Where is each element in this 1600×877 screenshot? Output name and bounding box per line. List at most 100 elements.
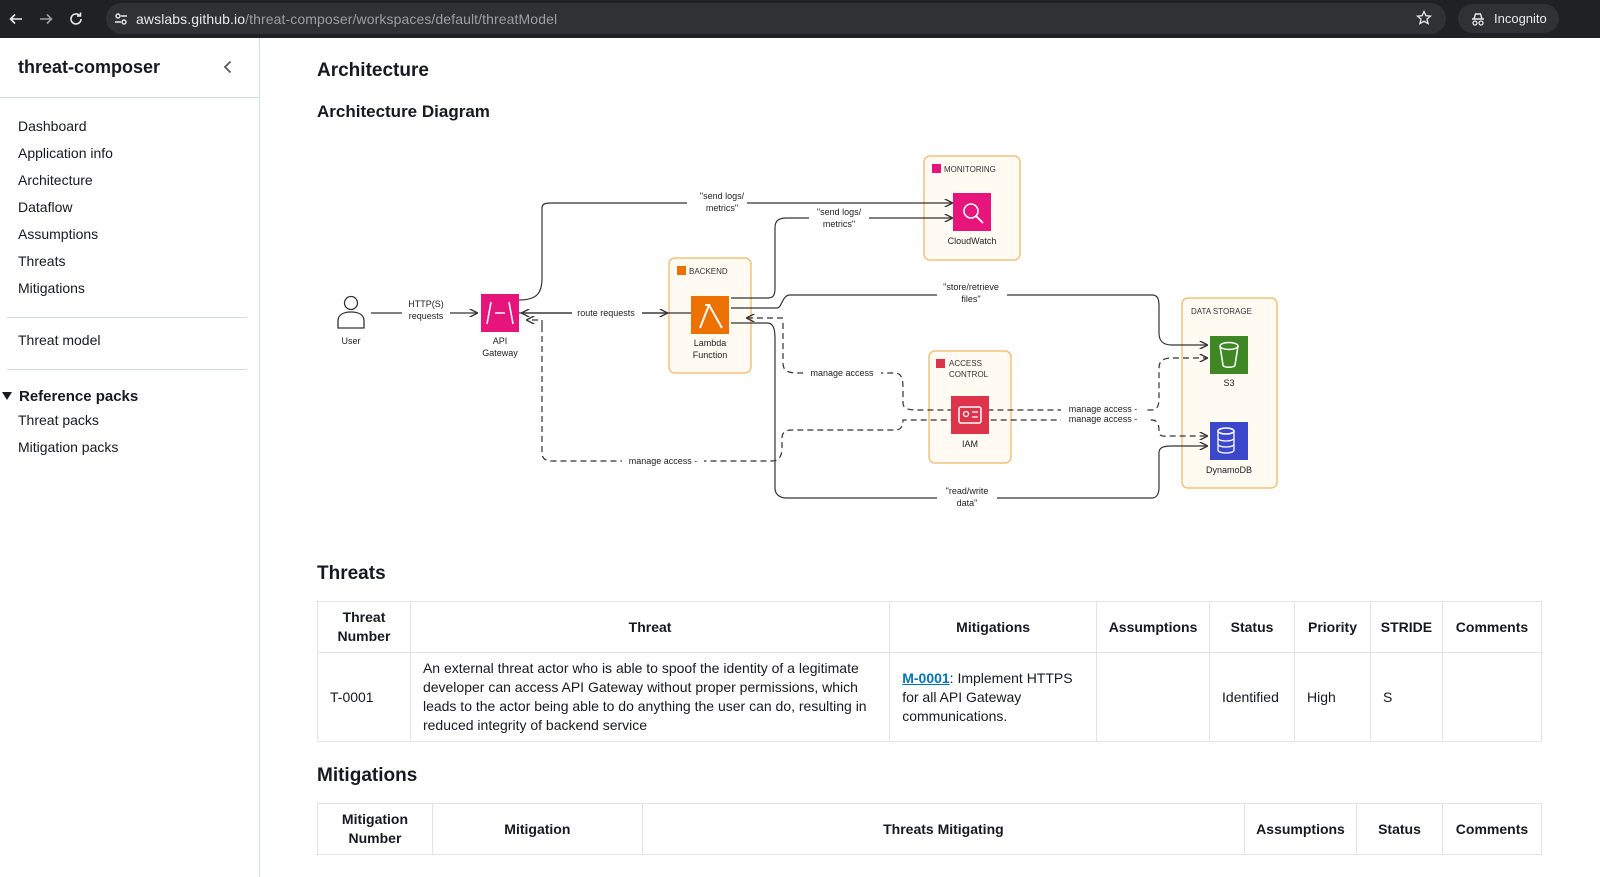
nav-item-architecture[interactable]: Architecture xyxy=(18,172,93,188)
col-mitigation-comments[interactable]: Comments xyxy=(1441,803,1543,855)
col-assumptions[interactable]: Assumptions xyxy=(1096,601,1211,653)
nav-item-threats[interactable]: Threats xyxy=(18,253,66,269)
reference-packs-toggle[interactable]: Reference packs xyxy=(0,382,259,410)
brand-title[interactable]: threat-composer xyxy=(18,57,161,77)
nav-item-application-info[interactable]: Application info xyxy=(18,145,113,161)
nav-divider xyxy=(7,317,247,318)
backend-group-icon xyxy=(677,266,686,275)
nav-item-assumptions[interactable]: Assumptions xyxy=(18,226,99,242)
mitigation-text: : Implement HTTPS for all API Gateway co… xyxy=(902,669,1073,724)
http-label-2: requests xyxy=(409,311,444,321)
store-retrieve-label-2: files" xyxy=(961,294,980,304)
mitigations-heading: Mitigations xyxy=(317,765,418,786)
manage-access-label-3: manage access - xyxy=(1069,404,1138,414)
reference-packs-title: Reference packs xyxy=(19,387,139,405)
read-write-label-1: "read/write xyxy=(946,486,989,496)
threats-heading: Threats xyxy=(317,563,386,584)
dynamodb-icon xyxy=(1210,422,1248,460)
reference-packs-list: Threat packs Mitigation packs xyxy=(0,410,259,464)
user-label: User xyxy=(341,336,360,346)
forward-icon[interactable] xyxy=(32,5,60,33)
send-logs-label-2b: metrics" xyxy=(823,219,855,229)
collapse-sidebar-icon[interactable] xyxy=(219,58,237,76)
browser-toolbar: awslabs.github.io/threat-composer/worksp… xyxy=(0,0,1600,38)
col-mitigation-status[interactable]: Status xyxy=(1356,803,1443,855)
manage-access-label-2: manage access - xyxy=(629,456,698,466)
col-threat[interactable]: Threat xyxy=(409,601,891,653)
mitigations-header-row: Mitigation Number Mitigation Threats Mit… xyxy=(317,803,1543,855)
back-icon[interactable] xyxy=(2,5,30,33)
nav-item-dataflow[interactable]: Dataflow xyxy=(18,199,73,215)
cloudwatch-icon xyxy=(953,193,991,231)
address-bar[interactable]: awslabs.github.io/threat-composer/worksp… xyxy=(106,3,1446,34)
s3-label: S3 xyxy=(1223,378,1234,388)
bookmark-star-icon[interactable] xyxy=(1416,10,1432,26)
data-storage-group-label: DATA STORAGE xyxy=(1191,307,1252,316)
cloudwatch-label: CloudWatch xyxy=(948,236,997,246)
threat-statement-cell: An external threat actor who is able to … xyxy=(409,652,891,742)
nav-item-mitigation-packs[interactable]: Mitigation packs xyxy=(18,439,119,455)
col-mitigation-assumptions[interactable]: Assumptions xyxy=(1244,803,1358,855)
table-row: T-0001 An external threat actor who is a… xyxy=(317,652,1543,742)
send-logs-label-1a: "send logs/ xyxy=(700,191,745,201)
url-host: awslabs.github.io xyxy=(136,10,246,27)
col-status[interactable]: Status xyxy=(1209,601,1296,653)
send-logs-label-2a: "send logs/ xyxy=(817,207,862,217)
nav-item-threat-model[interactable]: Threat model xyxy=(18,332,101,348)
route-requests-label: route requests xyxy=(577,308,635,318)
col-mitigation-number[interactable]: Mitigation Number xyxy=(317,803,433,855)
incognito-badge[interactable]: Incognito xyxy=(1458,4,1559,33)
incognito-label: Incognito xyxy=(1494,11,1547,26)
architecture-diagram: MONITORING BACKEND ACCESS CONTROL DATA S… xyxy=(337,155,1278,513)
sidebar-header: threat-composer xyxy=(0,38,259,98)
read-write-label-2: data" xyxy=(957,498,978,508)
url-text: awslabs.github.io/threat-composer/worksp… xyxy=(136,11,557,27)
lambda-label-1: Lambda xyxy=(694,338,727,348)
col-comments[interactable]: Comments xyxy=(1441,601,1543,653)
threats-table: Threat Number Threat Mitigations Assumpt… xyxy=(317,601,1543,742)
nav-item-threat-packs[interactable]: Threat packs xyxy=(18,412,99,428)
access-group-label-2: CONTROL xyxy=(949,370,989,379)
architecture-diagram-heading: Architecture Diagram xyxy=(317,102,490,121)
mitigations-table: Mitigation Number Mitigation Threats Mit… xyxy=(317,803,1543,855)
caret-down-icon xyxy=(2,392,12,400)
lambda-label-2: Function xyxy=(693,350,728,360)
architecture-heading: Architecture xyxy=(317,60,429,81)
threat-assumptions-cell xyxy=(1096,652,1211,742)
site-info-icon[interactable] xyxy=(106,4,136,34)
manage-access-label-4: manage access - xyxy=(1069,414,1138,424)
nav-item-dashboard[interactable]: Dashboard xyxy=(18,118,87,134)
s3-icon xyxy=(1210,336,1248,374)
threat-status-cell: Identified xyxy=(1209,652,1296,742)
iam-icon xyxy=(951,396,989,434)
http-label-1: HTTP(S) xyxy=(408,299,444,309)
col-mitigations[interactable]: Mitigations xyxy=(889,601,1098,653)
threat-comments-cell xyxy=(1441,652,1543,742)
backend-group-label: BACKEND xyxy=(689,267,728,276)
threats-header-row: Threat Number Threat Mitigations Assumpt… xyxy=(317,601,1543,653)
incognito-icon xyxy=(1472,12,1484,26)
threat-mitigations-cell: M-0001: Implement HTTPS for all API Gate… xyxy=(889,652,1098,742)
api-gateway-label-2: Gateway xyxy=(482,348,518,358)
send-logs-label-1b: metrics" xyxy=(706,203,738,213)
api-gateway-icon xyxy=(481,294,519,332)
threat-priority-cell: High xyxy=(1294,652,1371,742)
access-group-label-1: ACCESS xyxy=(949,359,982,368)
col-threats-mitigating[interactable]: Threats Mitigating xyxy=(641,803,1246,855)
nav-list: Dashboard Application info Architecture … xyxy=(0,98,259,305)
lambda-icon xyxy=(691,296,729,334)
reload-icon[interactable] xyxy=(62,5,90,33)
user-icon xyxy=(337,295,365,329)
col-mitigation[interactable]: Mitigation xyxy=(431,803,643,855)
col-stride[interactable]: STRIDE xyxy=(1369,601,1443,653)
mitigation-link[interactable]: M-0001 xyxy=(902,669,950,686)
dynamodb-label: DynamoDB xyxy=(1206,465,1252,475)
url-path: /threat-composer/workspaces/default/thre… xyxy=(245,10,558,27)
col-priority[interactable]: Priority xyxy=(1294,601,1371,653)
manage-access-label-1: manage access xyxy=(810,368,874,378)
side-navigation: threat-composer Dashboard Application in… xyxy=(0,38,260,877)
iam-label: IAM xyxy=(962,439,978,449)
nav-item-mitigations[interactable]: Mitigations xyxy=(18,280,85,296)
col-threat-number[interactable]: Threat Number xyxy=(317,601,411,653)
api-gateway-label-1: API xyxy=(493,336,508,346)
